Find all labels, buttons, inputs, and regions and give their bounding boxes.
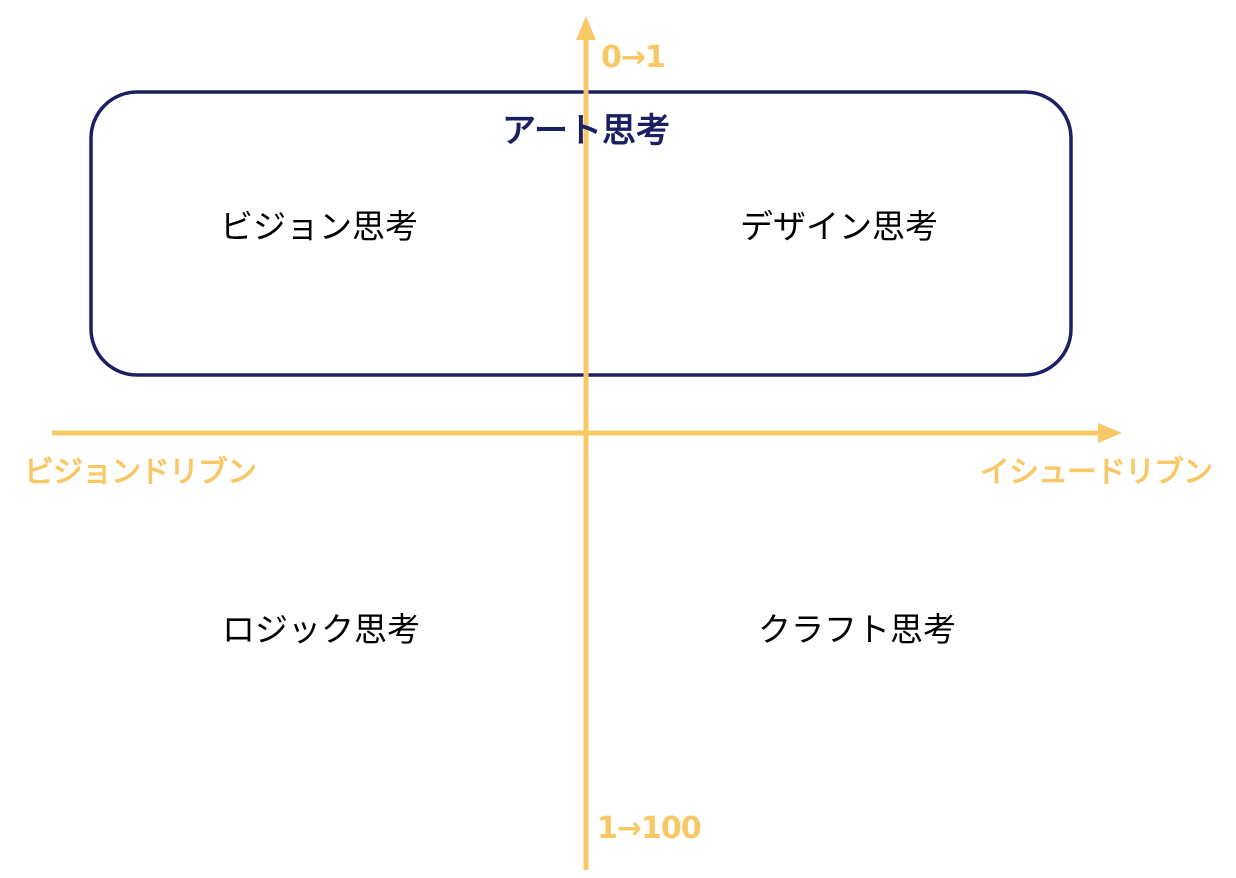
vertical-axis-top-label: 0→1: [601, 40, 666, 75]
vertical-axis-bottom-label: 1→100: [597, 811, 702, 846]
horizontal-axis-right-label: イシュードリブン: [980, 455, 1213, 490]
horizontal-axis-left-label: ビジョンドリブン: [24, 455, 257, 490]
quadrant-top-left-label: ビジョン思考: [220, 207, 418, 246]
quadrant-bottom-right-label: クラフト思考: [758, 610, 956, 649]
quadrant-bottom-left-label: ロジック思考: [222, 610, 420, 649]
horizontal-axis-arrowhead: [1098, 423, 1122, 443]
art-thinking-group-box: [89, 90, 1073, 377]
vertical-axis-arrowhead: [576, 16, 596, 40]
art-thinking-title: アート思考: [502, 111, 670, 151]
quadrant-top-right-label: デザイン思考: [740, 207, 938, 246]
